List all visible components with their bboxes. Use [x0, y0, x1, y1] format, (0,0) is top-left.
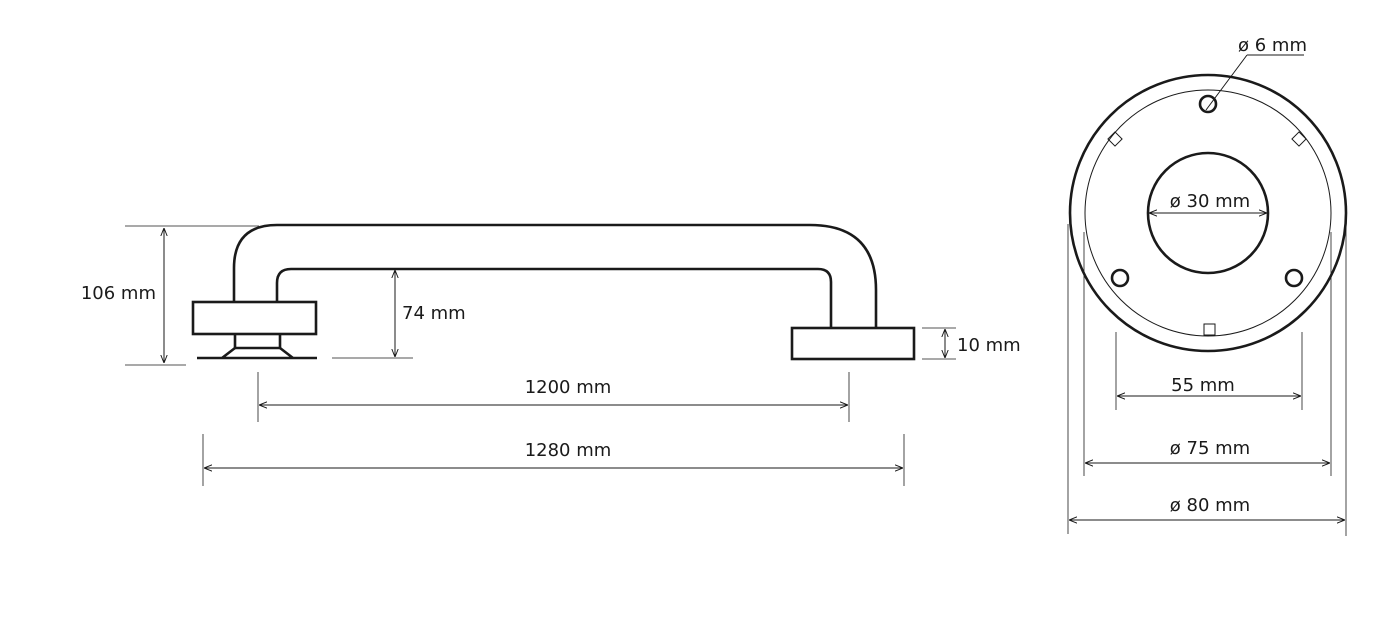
dim-center-distance: 1200 mm: [257, 372, 850, 422]
dim-height-total: 106 mm: [81, 225, 259, 366]
side-view: 106 mm 74 mm 10 mm 1200 mm 1280 mm: [81, 223, 1021, 486]
left-flange: [191, 300, 318, 336]
rosette-inner-ring: [1084, 89, 1332, 337]
dim-hole-spacing: 55 mm: [1115, 332, 1303, 410]
dim-outer-diameter: ø 80 mm: [1067, 224, 1347, 536]
dim-inner-height-label: 74 mm: [402, 303, 466, 324]
dim-flange-thickness: 10 mm: [922, 327, 1021, 360]
marker-square-left: [1107, 131, 1123, 147]
dim-inner-diameter-label: ø 30 mm: [1170, 191, 1250, 212]
dim-hole-diameter-label: ø 6 mm: [1238, 35, 1307, 56]
screw-hole-right: [1284, 268, 1304, 288]
dim-inner-ring-diameter-label: ø 75 mm: [1170, 438, 1250, 459]
dim-center-distance-label: 1200 mm: [525, 377, 612, 398]
dim-outer-diameter-label: ø 80 mm: [1170, 495, 1250, 516]
bar-outer-outline: [232, 223, 878, 328]
rosette-outer-circle: [1068, 73, 1348, 353]
dim-inner-ring-diameter: ø 75 mm: [1083, 232, 1332, 476]
front-view: ø 6 mm ø 30 mm 55 mm ø 75 mm ø 80 mm: [1067, 35, 1348, 536]
dim-flange-thickness-label: 10 mm: [957, 335, 1021, 356]
marker-square-right: [1291, 131, 1307, 147]
bar-inner-outline: [275, 267, 833, 328]
dim-hole-spacing-label: 55 mm: [1171, 375, 1235, 396]
dim-overall-length-label: 1280 mm: [525, 440, 612, 461]
right-flange: [790, 326, 916, 361]
screw-hole-left: [1110, 268, 1130, 288]
dim-overall-length: 1280 mm: [202, 434, 905, 486]
marker-square-bottom: [1203, 323, 1216, 336]
screw-hole-top: [1198, 94, 1218, 114]
left-mount-neck: [233, 334, 282, 350]
dim-inner-height: 74 mm: [332, 270, 466, 359]
dim-height-total-label: 106 mm: [81, 283, 156, 304]
left-mount-foot: [197, 346, 317, 360]
dim-inner-diameter: ø 30 mm: [1149, 191, 1267, 213]
dim-hole-diameter: ø 6 mm: [1205, 35, 1307, 111]
center-opening: [1146, 151, 1270, 275]
